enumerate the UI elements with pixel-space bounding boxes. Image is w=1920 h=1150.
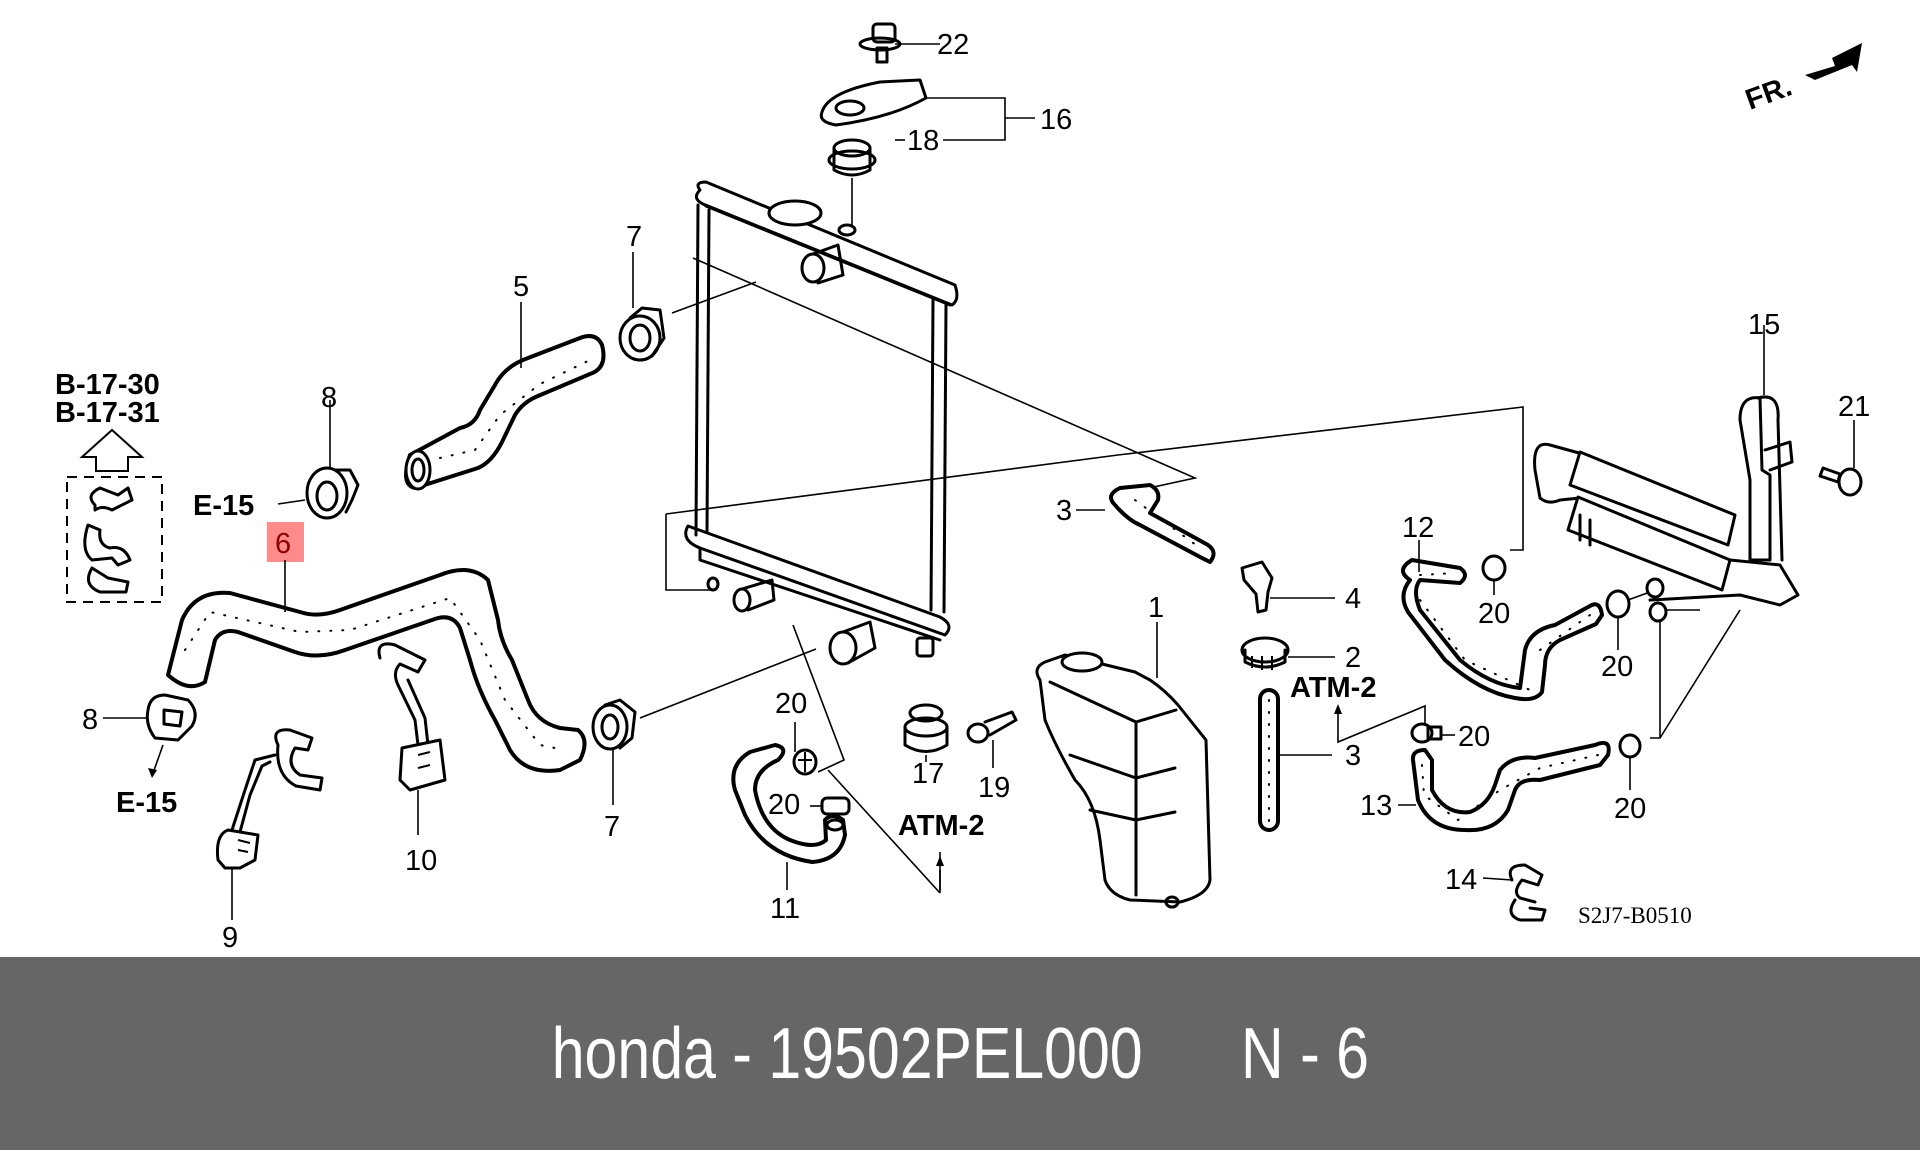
direction-label: FR. — [1741, 70, 1796, 116]
hose-12-drawing — [1401, 540, 1604, 702]
ref-separator: - — [1283, 1013, 1336, 1094]
callout-15[interactable]: 15 — [1748, 309, 1780, 341]
radiator-drawing — [684, 180, 959, 666]
reference-b-17-31[interactable]: B-17-31 — [55, 397, 160, 429]
wire-harness-9-drawing — [216, 728, 324, 920]
bolt-19-drawing — [966, 710, 1018, 768]
banner-gap — [1142, 1014, 1240, 1094]
clip-14-drawing — [1482, 863, 1547, 922]
grommet-17-drawing — [903, 703, 949, 762]
lower-radiator-hose-drawing — [166, 560, 587, 773]
hose-clamp-20-right-a-drawing — [1481, 554, 1507, 595]
atm-right-leader — [1334, 704, 1426, 744]
up-arrow-icon — [79, 428, 145, 472]
callout-16[interactable]: 16 — [1040, 104, 1072, 136]
reservoir-tank-drawing — [1035, 622, 1212, 909]
callout-18[interactable]: 18 — [907, 125, 939, 157]
part-number: 19502PEL000 — [767, 1013, 1143, 1094]
diagram-code: S2J7-B0510 — [1578, 903, 1692, 928]
callout-9[interactable]: 9 — [222, 922, 238, 954]
leader-lines — [639, 43, 1741, 894]
reference-e-15-bottom[interactable]: E-15 — [116, 787, 177, 819]
callout-12[interactable]: 12 — [1402, 512, 1434, 544]
callout-20-right-a[interactable]: 20 — [1478, 598, 1510, 630]
brand-name: honda — [551, 1013, 716, 1094]
clip-inset-drawing — [66, 476, 163, 603]
cap-2-drawing — [1240, 636, 1335, 670]
wire-harness-10-drawing — [377, 642, 447, 835]
ref-prefix: N — [1240, 1013, 1284, 1094]
callout-13[interactable]: 13 — [1360, 790, 1392, 822]
callout-2[interactable]: 2 — [1345, 642, 1361, 674]
hose-clamp-20-right-b-drawing — [1605, 589, 1651, 650]
banner-text: honda - 19502PEL000 N - 6 — [551, 1013, 1368, 1095]
reference-b-17-30[interactable]: B-17-30 — [55, 369, 160, 401]
reference-e-15-top[interactable]: E-15 — [193, 490, 254, 522]
atm-center-arrow-icon — [936, 856, 944, 890]
brand-separator: - — [715, 1013, 768, 1094]
hose-clamp-20-center-top-drawing — [792, 722, 818, 776]
callout-19[interactable]: 19 — [978, 772, 1010, 804]
callout-4[interactable]: 4 — [1345, 583, 1361, 615]
clip-7-bottom-drawing — [591, 698, 637, 805]
clip-7-top-drawing — [618, 252, 666, 362]
callout-20-right-c[interactable]: 20 — [1614, 793, 1646, 825]
callout-3-lower[interactable]: 3 — [1345, 740, 1361, 772]
callout-7-bottom[interactable]: 7 — [604, 811, 620, 843]
bolt-21-drawing — [1818, 420, 1863, 497]
callout-14[interactable]: 14 — [1445, 864, 1477, 896]
fitting-4-drawing — [1240, 560, 1335, 614]
callout-6[interactable]: 6 — [275, 528, 291, 560]
callout-1[interactable]: 1 — [1148, 592, 1164, 624]
callout-11[interactable]: 11 — [770, 893, 800, 925]
callout-8-top[interactable]: 8 — [321, 382, 337, 414]
part-info-banner: honda - 19502PEL000 N - 6 — [0, 957, 1920, 1150]
callout-22[interactable]: 22 — [937, 29, 969, 61]
callout-20-center-top[interactable]: 20 — [775, 688, 807, 720]
clip-8-top-drawing — [277, 400, 360, 520]
reference-atm-2-center[interactable]: ATM-2 — [898, 810, 984, 842]
upper-radiator-hose-drawing — [404, 302, 606, 491]
parts-diagram: FR. — [55, 22, 1871, 954]
hose-clamp-20-atm-drawing — [1410, 722, 1455, 744]
hose-11-drawing — [731, 743, 847, 890]
front-direction-arrow-icon: FR. — [1741, 43, 1862, 117]
callout-20-center-bottom[interactable]: 20 — [768, 789, 800, 821]
hose-clamp-20-center-bottom-drawing — [810, 796, 851, 816]
callout-21[interactable]: 21 — [1838, 391, 1870, 423]
reference-atm-2-right[interactable]: ATM-2 — [1290, 672, 1376, 704]
callout-20-right-b[interactable]: 20 — [1601, 651, 1633, 683]
hose-3-upper-drawing — [1076, 483, 1216, 564]
hose-3-lower-drawing — [1258, 688, 1332, 832]
highlight-part-6 — [267, 522, 304, 562]
callout-3-upper[interactable]: 3 — [1056, 495, 1072, 527]
callout-17[interactable]: 17 — [912, 758, 944, 790]
oil-cooler-15-drawing — [1533, 325, 1800, 623]
callout-20-atm[interactable]: 20 — [1458, 721, 1490, 753]
hose-clamp-20-right-c-drawing — [1618, 733, 1642, 790]
callout-10[interactable]: 10 — [405, 845, 437, 877]
clip-8-bottom-drawing — [103, 693, 197, 778]
callout-7-top[interactable]: 7 — [626, 221, 642, 253]
hose-13-drawing — [1398, 741, 1611, 833]
ref-number: 6 — [1335, 1013, 1369, 1094]
callout-5[interactable]: 5 — [513, 271, 529, 303]
radiator-bracket-drawing — [819, 22, 928, 225]
callout-8-bottom[interactable]: 8 — [82, 704, 98, 736]
